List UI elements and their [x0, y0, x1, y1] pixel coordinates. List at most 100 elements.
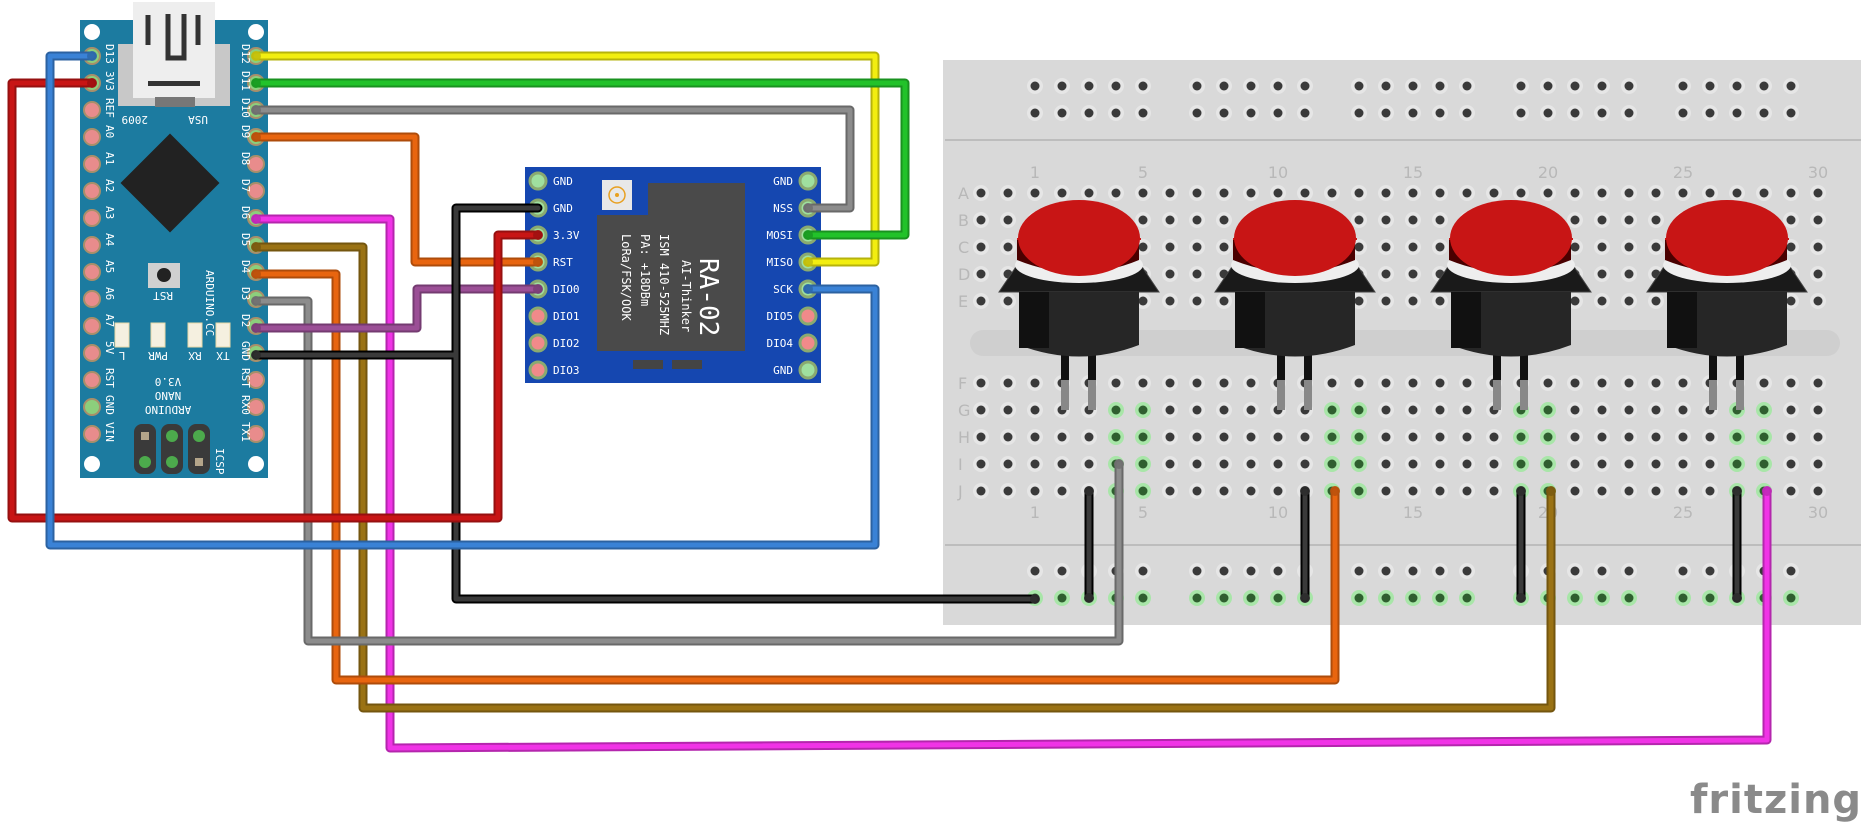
bb-rail-hole[interactable] — [1378, 563, 1394, 579]
bb-hole-a[interactable] — [1459, 185, 1475, 201]
bb-rail-hole[interactable] — [1783, 78, 1799, 94]
bb-hole-g[interactable] — [1000, 402, 1016, 418]
bb-hole-i[interactable] — [1270, 456, 1286, 472]
wire-d5-button3[interactable] — [251, 242, 1556, 713]
bb-hole-c[interactable] — [1216, 239, 1232, 255]
nano-pin-a3[interactable]: A3 — [83, 206, 116, 227]
button-2[interactable] — [1214, 200, 1376, 410]
bb-hole-f[interactable] — [1162, 375, 1178, 391]
bb-hole-h[interactable] — [1162, 429, 1178, 445]
bb-hole-e[interactable] — [1216, 293, 1232, 309]
bb-rail-hole[interactable] — [1351, 78, 1367, 94]
bb-rail-hole[interactable] — [1756, 105, 1772, 121]
bb-hole-d[interactable] — [1378, 266, 1394, 282]
wire-endpoint[interactable] — [251, 78, 261, 88]
bb-hole-i[interactable] — [1783, 456, 1799, 472]
bb-hole-j[interactable] — [1783, 483, 1799, 499]
bb-hole-a[interactable] — [1810, 185, 1826, 201]
bb-hole-i[interactable] — [1027, 456, 1043, 472]
bb-hole-b[interactable] — [1783, 212, 1799, 228]
bb-rail-hole[interactable] — [1702, 78, 1718, 94]
nano-pin-a0[interactable]: A0 — [83, 125, 116, 146]
bb-hole-j[interactable] — [1135, 483, 1151, 499]
wire-gnd[interactable] — [251, 203, 1040, 604]
lora-pin-dio3[interactable]: DIO3 — [528, 360, 580, 380]
bb-hole-a[interactable] — [1270, 185, 1286, 201]
bb-hole-j[interactable] — [1810, 483, 1826, 499]
bb-hole-g[interactable] — [1810, 402, 1826, 418]
bb-hole-h[interactable] — [1216, 429, 1232, 445]
nano-pin-a4[interactable]: A4 — [83, 233, 116, 254]
bb-hole-d[interactable] — [1162, 266, 1178, 282]
bb-hole-b[interactable] — [1216, 212, 1232, 228]
wire-endpoint[interactable] — [1330, 486, 1340, 496]
bb-rail-hole-gnd[interactable] — [1270, 590, 1286, 606]
bb-hole-i[interactable] — [1648, 456, 1664, 472]
bb-rail-hole[interactable] — [1216, 563, 1232, 579]
bb-hole-i[interactable] — [1486, 456, 1502, 472]
bb-hole-h[interactable] — [1108, 429, 1124, 445]
wire-gnd-button2[interactable] — [1300, 486, 1310, 603]
nano-pin-gnd[interactable]: GND — [83, 395, 116, 416]
bb-hole-i[interactable] — [1189, 456, 1205, 472]
wire-endpoint[interactable] — [251, 214, 261, 224]
button-1[interactable] — [998, 200, 1160, 410]
bb-hole-j[interactable] — [1189, 483, 1205, 499]
bb-hole-h[interactable] — [1027, 429, 1043, 445]
bb-hole-c[interactable] — [1594, 239, 1610, 255]
reset-button[interactable] — [148, 263, 180, 288]
bb-hole-i[interactable] — [1540, 456, 1556, 472]
nano-pin-ref[interactable]: REF — [83, 98, 116, 119]
bb-rail-hole[interactable] — [1432, 78, 1448, 94]
bb-rail-hole[interactable] — [1351, 563, 1367, 579]
wire-endpoint[interactable] — [87, 51, 97, 61]
bb-hole-h[interactable] — [1297, 429, 1313, 445]
bb-hole-i[interactable] — [1000, 456, 1016, 472]
bb-hole-g[interactable] — [1135, 402, 1151, 418]
bb-hole-h[interactable] — [1270, 429, 1286, 445]
bb-rail-hole-gnd[interactable] — [1135, 590, 1151, 606]
wire-endpoint[interactable] — [1546, 486, 1556, 496]
bb-rail-hole[interactable] — [1297, 105, 1313, 121]
bb-hole-e[interactable] — [1432, 293, 1448, 309]
bb-hole-g[interactable] — [1189, 402, 1205, 418]
bb-rail-hole[interactable] — [1378, 105, 1394, 121]
bb-hole-d[interactable] — [1810, 266, 1826, 282]
bb-hole-f[interactable] — [1783, 375, 1799, 391]
bb-hole-g[interactable] — [1351, 402, 1367, 418]
bb-hole-b[interactable] — [1189, 212, 1205, 228]
bb-hole-i[interactable] — [1243, 456, 1259, 472]
bb-rail-hole[interactable] — [1270, 78, 1286, 94]
bb-rail-hole[interactable] — [1378, 78, 1394, 94]
bb-rail-hole[interactable] — [1405, 563, 1421, 579]
wire-endpoint[interactable] — [251, 105, 261, 115]
bb-hole-g[interactable] — [1783, 402, 1799, 418]
bb-hole-h[interactable] — [1702, 429, 1718, 445]
bb-rail-hole[interactable] — [1216, 105, 1232, 121]
bb-rail-hole[interactable] — [1351, 105, 1367, 121]
wire-d9-rst[interactable] — [251, 132, 543, 267]
bb-hole-i[interactable] — [1216, 456, 1232, 472]
bb-hole-h[interactable] — [1729, 429, 1745, 445]
bb-hole-h[interactable] — [1513, 429, 1529, 445]
bb-hole-f[interactable] — [1216, 375, 1232, 391]
wire-endpoint[interactable] — [803, 284, 813, 294]
bb-hole-f[interactable] — [1459, 375, 1475, 391]
wire-endpoint[interactable] — [803, 203, 813, 213]
wire-endpoint[interactable] — [251, 269, 261, 279]
bb-hole-b[interactable] — [1351, 212, 1367, 228]
bb-hole-j[interactable] — [1270, 483, 1286, 499]
bb-rail-hole[interactable] — [1729, 78, 1745, 94]
bb-rail-hole[interactable] — [1567, 563, 1583, 579]
lora-pin-dio4[interactable]: DIO4 — [767, 333, 818, 353]
bb-hole-j[interactable] — [1000, 483, 1016, 499]
bb-rail-hole[interactable] — [1459, 563, 1475, 579]
bb-rail-hole[interactable] — [1513, 78, 1529, 94]
bb-rail-hole[interactable] — [1027, 78, 1043, 94]
bb-hole-a[interactable] — [1621, 185, 1637, 201]
bb-hole-j[interactable] — [1459, 483, 1475, 499]
bb-hole-c[interactable] — [1621, 239, 1637, 255]
bb-hole-d[interactable] — [1189, 266, 1205, 282]
wire-d13-sck[interactable] — [45, 51, 880, 550]
bb-hole-g[interactable] — [1405, 402, 1421, 418]
